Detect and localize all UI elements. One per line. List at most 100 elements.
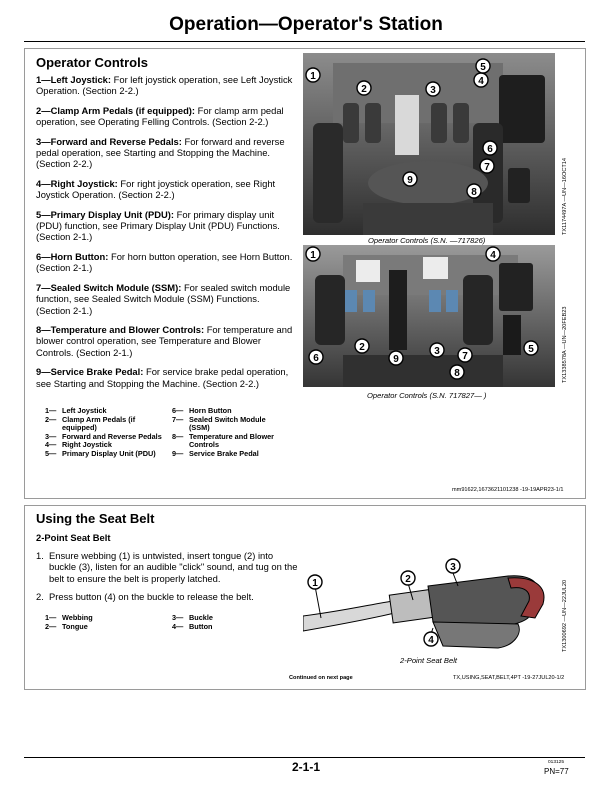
legend-item: 5— Primary Display Unit (PDU) — [45, 448, 170, 459]
legend-number: 1— — [45, 406, 57, 415]
seat-belt-step: 1. Ensure webbing (1) is untwisted, inser… — [36, 550, 298, 584]
legend-text: Primary Display Unit (PDU) — [62, 448, 156, 458]
legend-item: 7—Sealed Switch Module (SSM) — [172, 414, 287, 433]
page-number: 2-1-1 — [291, 760, 320, 774]
legend-text: Sealed Switch Module (SSM) — [189, 414, 266, 433]
step-number: 2. — [36, 591, 44, 603]
control-item-label: 7—Sealed Switch Module (SSM): — [36, 281, 182, 293]
legend-number: 2— — [45, 621, 57, 631]
control-item: 8—Temperature and Blower Controls: For t… — [36, 324, 294, 358]
control-item-label: 5—Primary Display Unit (PDU): — [36, 208, 175, 220]
legend-number: 5— — [45, 448, 57, 458]
callout-6: 6 — [487, 144, 493, 155]
footer-small-code: 013125 — [548, 760, 565, 765]
legend-number: 3— — [172, 613, 184, 622]
legend-number: 6— — [172, 406, 184, 415]
seat-belt-figure-code: TX1300692 —UN—22JUL20 — [562, 579, 568, 652]
callout-5: 5 — [480, 62, 486, 73]
callout-7: 7 — [484, 162, 490, 173]
callout-3: 3 — [430, 85, 436, 96]
legend-item: 3— Buckle — [172, 613, 287, 623]
legend-number: 2— — [45, 414, 57, 424]
callout-9: 9 — [393, 354, 399, 365]
control-item-label: 4—Right Joystick: — [36, 177, 118, 189]
legend-item: 2—Clamp Arm Pedals (if equipped) — [45, 414, 170, 433]
callout-4: 4 — [490, 250, 496, 261]
callout-8: 8 — [454, 368, 460, 379]
legend-number: 4— — [45, 440, 57, 450]
control-item-text: For sealed switch module function, see S… — [36, 281, 291, 316]
legend-item: 1—Webbing — [45, 613, 170, 623]
seat-belt-subheading: 2-Point Seat Belt — [36, 532, 111, 543]
control-item-label: 3—Forward and Reverse Pedals: — [36, 135, 182, 147]
control-item-text: For temperature and blower control opera… — [36, 323, 293, 358]
seat-belt-steps: 1. Ensure webbing (1) is untwisted, inser… — [36, 550, 298, 610]
legend-number: 9— — [172, 448, 184, 458]
control-item: 5—Primary Display Unit (PDU): For primar… — [36, 209, 294, 243]
control-item-label: 9—Service Brake Pedal: — [36, 366, 144, 378]
legend-item: 4—Button — [172, 621, 287, 632]
section-heading-operator-controls: Operator Controls — [36, 55, 148, 70]
legend-text: Right Joystick — [62, 440, 112, 450]
footer-rule — [24, 757, 585, 758]
legend-text: Horn Button — [189, 406, 232, 415]
figure-2-code: TX1338578A —UN—20FEB23 — [562, 306, 568, 384]
callout-7: 7 — [462, 351, 468, 362]
section-heading-seat-belt: Using the Seat Belt — [36, 511, 155, 526]
callout-layer: 1 2 3 4 — [307, 558, 461, 647]
callout-2: 2 — [405, 574, 411, 585]
legend-item: 1—Left Joystick — [45, 406, 170, 416]
figure-2-caption: Operator Controls (S.N. 717827— ) — [367, 391, 487, 400]
control-item: 9—Service Brake Pedal: For service brake… — [36, 366, 294, 389]
control-item-text: For right joystick operation, see Right … — [36, 177, 276, 201]
seat-belt-illustration: 1 2 3 4 — [302, 556, 555, 656]
continued-note: Continued on next page — [289, 675, 353, 681]
callout-1: 1 — [312, 578, 318, 589]
callout-2: 2 — [361, 84, 367, 95]
seat-belt-figure-caption: 2-Point Seat Belt — [400, 656, 457, 665]
legend-number: 4— — [172, 621, 184, 631]
control-item: 7—Sealed Switch Module (SSM): For sealed… — [36, 282, 294, 316]
figure-1-caption: Operator Controls (S.N. —717826) — [368, 236, 486, 245]
control-item-label: 6—Horn Button: — [36, 250, 109, 262]
control-item: 6—Horn Button: For horn button operation… — [36, 251, 294, 274]
control-item-text: For forward and reverse pedal operation,… — [36, 135, 285, 170]
legend-text: Service Brake Pedal — [189, 448, 259, 458]
callout-1: 1 — [310, 71, 316, 82]
legend-text: Buckle — [189, 613, 213, 622]
callout-8: 8 — [471, 187, 477, 198]
control-item-text: For left joystick operation, see Left Jo… — [36, 74, 293, 97]
legend-text: Temperature and Blower Controls — [189, 431, 275, 450]
callout-3: 3 — [450, 562, 456, 573]
legend-item: 6— Horn Button — [172, 406, 287, 416]
title-rule — [24, 41, 585, 42]
seat-belt-step: 2.Press button (4) on the buckle to rele… — [36, 591, 298, 602]
callout-4: 4 — [428, 635, 434, 646]
legend-number: 1— — [45, 613, 57, 622]
legend-item: 9— Service Brake Pedal — [172, 448, 287, 459]
control-item: 4—Right Joystick: For right joystick ope… — [36, 178, 294, 201]
operator-controls-box — [24, 48, 586, 499]
callout-5: 5 — [528, 344, 534, 355]
control-item-label: 2—Clamp Arm Pedals (if equipped): — [36, 104, 196, 116]
callout-9: 9 — [407, 175, 413, 186]
operator-controls-list: 1—Left Joystick: For left joystick opera… — [36, 74, 294, 397]
legend-number: 8— — [172, 431, 184, 441]
legend-text: Forward and Reverse Pedals — [62, 431, 162, 441]
operator-controls-photo-1: 1 2 3 4 5 6 7 8 9 — [303, 53, 555, 235]
control-item-text: For clamp arm pedal operation, see Opera… — [36, 104, 284, 128]
control-item-label: 8—Temperature and Blower Controls: — [36, 323, 205, 335]
control-item: 2—Clamp Arm Pedals (if equipped): For cl… — [36, 105, 294, 128]
control-item: 1—Left Joystick: For left joystick opera… — [36, 74, 294, 97]
control-item-text: For horn button operation, see Horn Butt… — [36, 250, 293, 274]
control-item-label: 1—Left Joystick: — [36, 74, 112, 85]
seat-belt-box — [24, 505, 586, 690]
callout-1: 1 — [310, 250, 316, 261]
step-text: Ensure webbing (1) is untwisted, insert … — [49, 550, 298, 584]
step-number: 1. — [36, 550, 44, 561]
callout-layer: 1 2 3 4 5 6 7 8 9 — [305, 246, 539, 380]
section-1-ref-code: mm91622,1673621101238 -19-19APR23-1/1 — [452, 487, 564, 493]
